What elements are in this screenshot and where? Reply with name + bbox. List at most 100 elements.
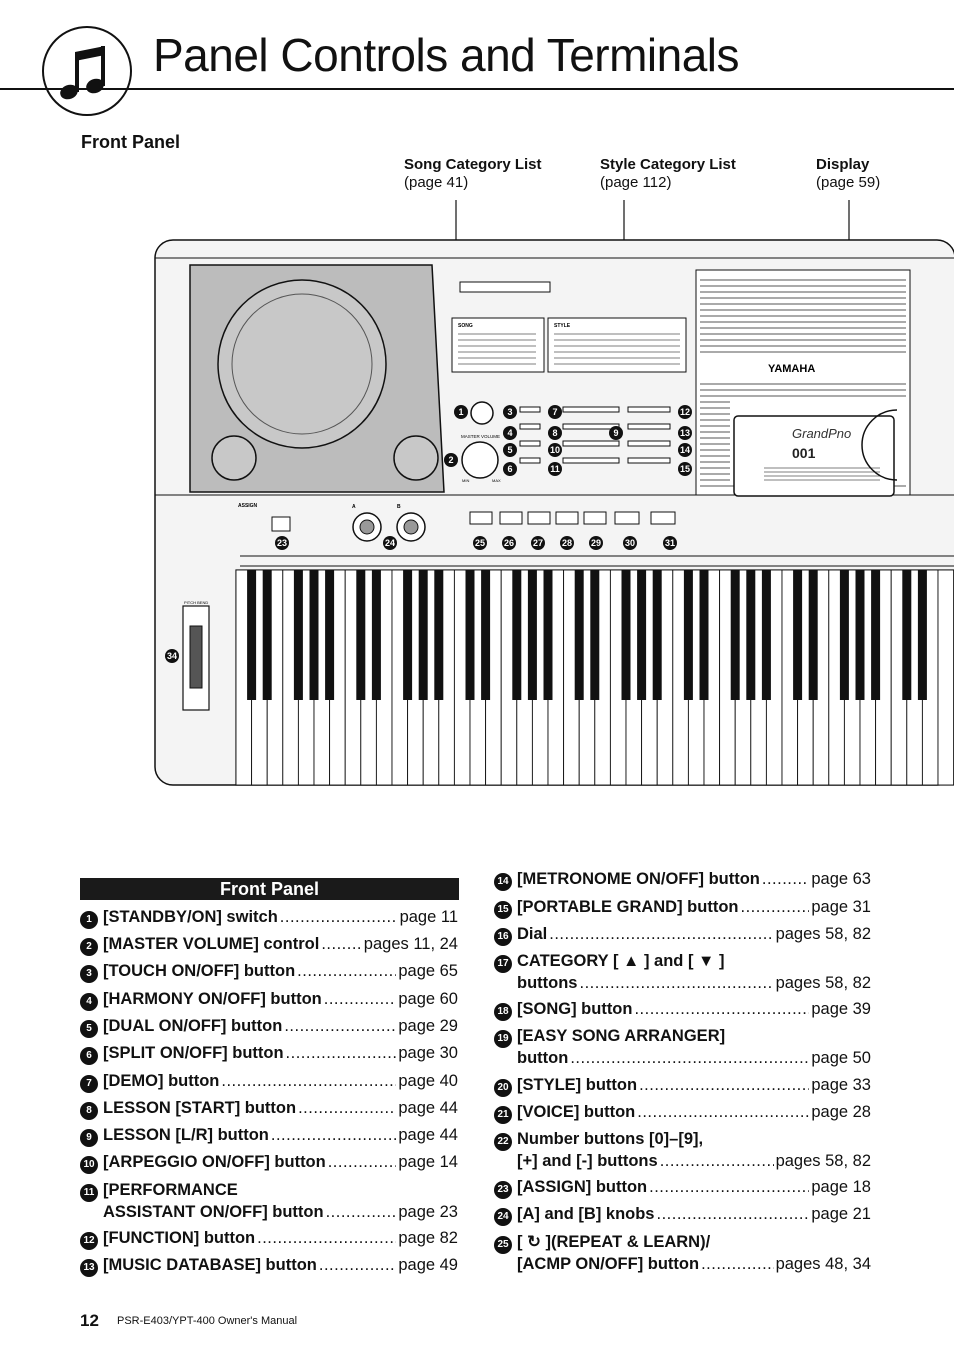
black-key[interactable] <box>293 570 303 700</box>
entry-page-ref: pages 11, 24 <box>363 935 458 953</box>
number-badge: 22 <box>494 1133 512 1151</box>
number-badge: 12 <box>80 1232 98 1250</box>
standby-on-switch[interactable] <box>470 401 494 425</box>
list-entry: 21[VOICE] buttonpage 28 <box>494 1102 871 1124</box>
black-key[interactable] <box>699 570 709 700</box>
entry-label: [PORTABLE GRAND] button <box>517 898 739 916</box>
svg-text:3: 3 <box>507 407 512 417</box>
svg-text:28: 28 <box>562 538 572 548</box>
black-key[interactable] <box>808 570 818 700</box>
black-key[interactable] <box>871 570 881 700</box>
black-key[interactable] <box>637 570 647 700</box>
master-volume-knob[interactable] <box>461 441 499 479</box>
entry-label: [A] and [B] knobs <box>517 1205 655 1223</box>
dual-button <box>519 440 541 447</box>
list-entry-line: 24[A] and [B] knobspage 21 <box>494 1204 871 1226</box>
entry-label: [+] and [-] buttons <box>517 1152 658 1170</box>
leader-dots <box>221 1071 396 1092</box>
svg-text:4: 4 <box>507 428 512 438</box>
keyboard-diagram: YAMAHA GrandPno 001 SONG STYLE MASTER VO… <box>154 200 954 786</box>
callout-label: Display <box>816 156 870 173</box>
list-entry: 15[PORTABLE GRAND] buttonpage 31 <box>494 897 871 919</box>
svg-text:11: 11 <box>550 464 560 474</box>
svg-text:25: 25 <box>475 538 485 548</box>
black-key[interactable] <box>434 570 444 700</box>
black-key[interactable] <box>793 570 803 700</box>
demo-button <box>562 406 620 413</box>
leader-dots <box>328 1152 397 1173</box>
entry-label: [METRONOME ON/OFF] button <box>517 870 760 888</box>
white-key[interactable] <box>937 569 954 786</box>
black-key[interactable] <box>371 570 381 700</box>
svg-text:30: 30 <box>625 538 635 548</box>
entry-page-ref: page 63 <box>811 870 871 888</box>
black-key[interactable] <box>574 570 584 700</box>
black-key[interactable] <box>683 570 693 700</box>
black-key[interactable] <box>621 570 631 700</box>
entry-label: [STANDBY/ON] switch <box>103 908 278 926</box>
entry-page-ref: page 28 <box>811 1103 871 1121</box>
number-badge: 4 <box>80 993 98 1011</box>
list-entry: 14[METRONOME ON/OFF] buttonpage 63 <box>494 869 871 891</box>
svg-text:9: 9 <box>613 428 618 438</box>
leader-dots <box>634 999 809 1020</box>
list-entry-line: buttonpage 50 <box>494 1048 871 1069</box>
black-key[interactable] <box>761 570 771 700</box>
dial[interactable] <box>861 409 898 481</box>
keyboard-keys[interactable] <box>235 569 954 786</box>
entry-label: [STYLE] button <box>517 1076 638 1094</box>
black-key[interactable] <box>262 570 272 700</box>
leader-dots <box>297 961 396 982</box>
black-key[interactable] <box>465 570 475 700</box>
entry-label: [TOUCH ON/OFF] button <box>103 962 296 980</box>
leader-dots <box>741 897 810 918</box>
number-badge: 18 <box>494 1003 512 1021</box>
leader-dots <box>649 1177 809 1198</box>
leader-dots <box>639 1075 809 1096</box>
page-title: Panel Controls and Terminals <box>153 29 740 81</box>
black-key[interactable] <box>309 570 319 700</box>
black-key[interactable] <box>247 570 257 700</box>
svg-text:1: 1 <box>458 407 463 417</box>
black-key[interactable] <box>481 570 491 700</box>
black-key[interactable] <box>652 570 662 700</box>
svg-text:8: 8 <box>552 428 557 438</box>
black-key[interactable] <box>418 570 428 700</box>
black-key[interactable] <box>902 570 912 700</box>
black-key[interactable] <box>917 570 927 700</box>
black-key[interactable] <box>543 570 553 700</box>
black-key[interactable] <box>839 570 849 700</box>
black-key[interactable] <box>746 570 756 700</box>
assign-button[interactable] <box>271 516 291 532</box>
number-badge: 5 <box>80 1020 98 1038</box>
list-entry-line: 11[PERFORMANCE <box>80 1180 458 1202</box>
entry-label: button <box>517 1049 569 1067</box>
black-key[interactable] <box>730 570 740 700</box>
black-key[interactable] <box>855 570 865 700</box>
list-entry-line: 14[METRONOME ON/OFF] buttonpage 63 <box>494 869 871 891</box>
callout-display: Display (page 59) <box>816 156 880 192</box>
black-key[interactable] <box>527 570 537 700</box>
black-key[interactable] <box>403 570 413 700</box>
black-key[interactable] <box>356 570 366 700</box>
page-number: 12 <box>80 1311 99 1330</box>
list-entry: 25[ ↻ ](REPEAT & LEARN)/[ACMP ON/OFF] bu… <box>494 1232 871 1275</box>
entry-page-ref: page 11 <box>399 908 458 926</box>
list-entry: 6[SPLIT ON/OFF] buttonpage 30 <box>80 1043 458 1065</box>
black-key[interactable] <box>512 570 522 700</box>
performance-assistant-button <box>562 457 620 464</box>
callout-style-category: Style Category List (page 112) <box>600 156 736 192</box>
svg-text:29: 29 <box>591 538 601 548</box>
list-entry: 7[DEMO] buttonpage 40 <box>80 1071 458 1093</box>
leader-dots <box>319 1255 396 1276</box>
list-entry-line: 16Dialpages 58, 82 <box>494 924 871 946</box>
pitch-bend-wheel[interactable] <box>189 625 203 689</box>
volume-min-label: MIN <box>462 478 469 483</box>
black-key[interactable] <box>590 570 600 700</box>
leader-dots <box>298 1098 396 1119</box>
svg-text:7: 7 <box>552 407 557 417</box>
black-key[interactable] <box>325 570 335 700</box>
